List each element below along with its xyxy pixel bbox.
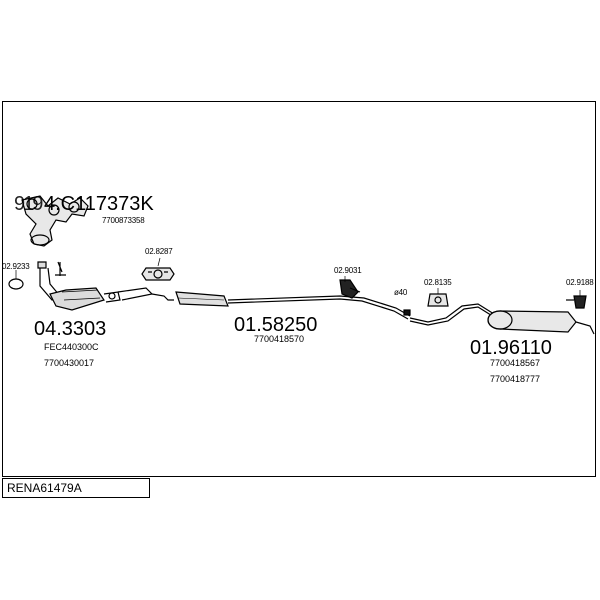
rear-silencer-ref-2: 7700418777 bbox=[490, 374, 541, 384]
clamp-number: 02.8287 bbox=[145, 247, 173, 256]
rear-silencer-part-number: 01.96110 bbox=[470, 337, 552, 359]
mount-1-number: 02.9031 bbox=[334, 266, 362, 275]
rear-silencer-icon bbox=[409, 303, 595, 335]
middle-silencer-icon bbox=[151, 291, 411, 320]
gasket-ring-icon bbox=[8, 278, 24, 290]
hanger-icon bbox=[566, 295, 587, 309]
mount-ring-icon bbox=[427, 293, 449, 307]
gasket-ring-number: 02.9233 bbox=[2, 262, 30, 271]
mount-3-number: 02.9188 bbox=[566, 278, 594, 287]
rear-silencer-ref-1: 7700418567 bbox=[490, 358, 541, 368]
mount-2-number: 02.8135 bbox=[424, 278, 452, 287]
front-pipe-ref-1: FEC440300C bbox=[44, 342, 99, 352]
manifold-prefix-overlap: 919 bbox=[14, 193, 43, 215]
front-pipe-part-number: 04.3303 bbox=[34, 318, 107, 340]
mount-rubber-icon bbox=[339, 279, 361, 299]
diagram-code: RENA61479A bbox=[7, 481, 82, 495]
middle-silencer-ref: 7700418570 bbox=[254, 334, 305, 344]
diagram-code-box: RENA61479A bbox=[2, 478, 150, 498]
diagram-frame bbox=[2, 101, 596, 477]
pipe-diameter-label: ø40 bbox=[394, 288, 408, 297]
manifold-part-number: 4.C117373K bbox=[44, 193, 154, 215]
front-pipe-ref-2: 7700430017 bbox=[44, 358, 95, 368]
exhaust-manifold-icon bbox=[21, 195, 89, 247]
front-pipe-icon bbox=[37, 261, 154, 311]
manifold-ref: 7700873358 bbox=[102, 216, 145, 225]
middle-silencer-part-number: 01.58250 bbox=[234, 314, 318, 336]
clamp-icon bbox=[141, 267, 175, 281]
